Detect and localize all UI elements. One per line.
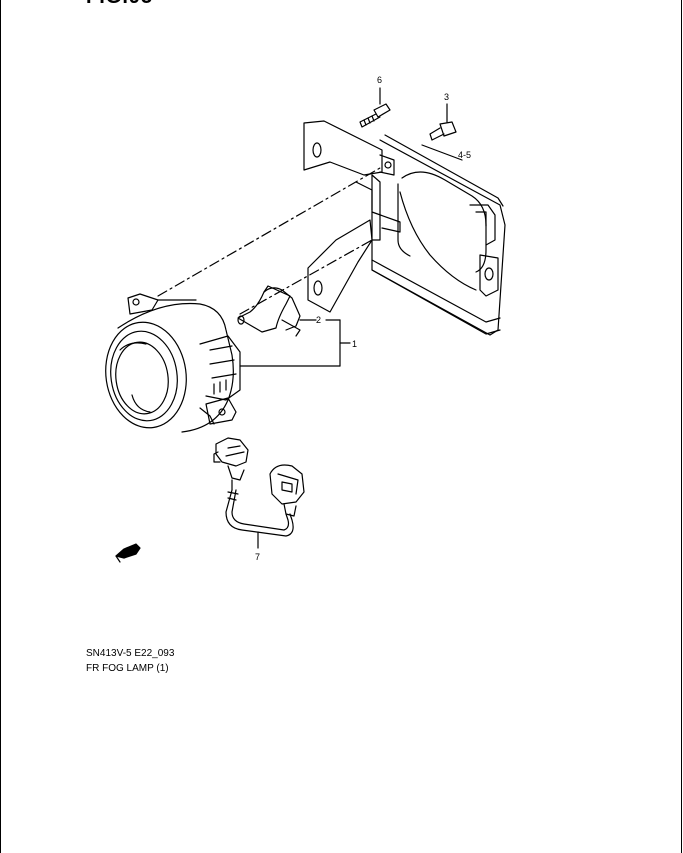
callout-3: 3 bbox=[444, 92, 449, 102]
figure-name: FR FOG LAMP (1) bbox=[86, 663, 169, 674]
bulb-2 bbox=[237, 285, 317, 337]
callout-4-5: 4-5 bbox=[458, 150, 471, 160]
bracket bbox=[303, 120, 506, 336]
screw-6 bbox=[359, 87, 391, 128]
callout-2: 2 bbox=[316, 315, 321, 325]
figure-code: SN413V-5 E22_093 bbox=[86, 648, 175, 659]
callout-1: 1 bbox=[352, 339, 357, 349]
fog-lamp bbox=[105, 293, 351, 433]
callout-7: 7 bbox=[255, 552, 260, 562]
fwd-arrow-icon bbox=[115, 543, 141, 563]
callout-6: 6 bbox=[377, 75, 382, 85]
harness-7 bbox=[213, 437, 305, 549]
figure-title: FIG.93 bbox=[86, 0, 153, 9]
screw-3 bbox=[429, 103, 457, 141]
alignment-lines bbox=[157, 167, 381, 315]
